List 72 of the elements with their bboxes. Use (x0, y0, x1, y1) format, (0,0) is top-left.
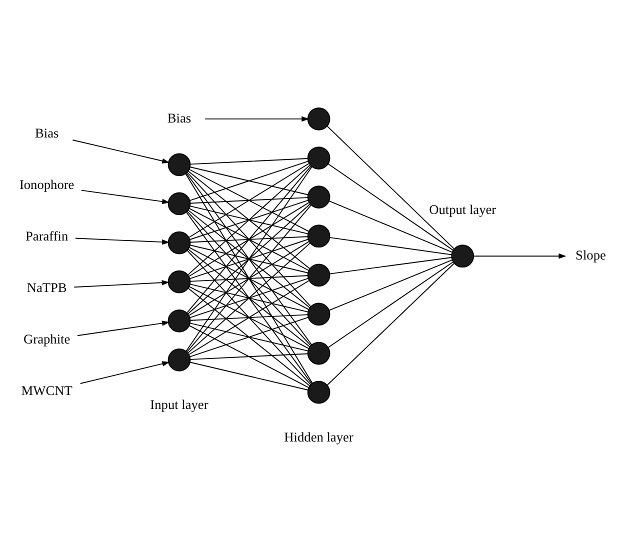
connector (186, 211, 312, 384)
node-circle (307, 185, 330, 208)
connector (188, 162, 310, 238)
connector (326, 262, 454, 385)
connector (190, 166, 308, 195)
connector (190, 322, 308, 351)
connector (188, 324, 310, 388)
node-text: Graphite (24, 330, 70, 346)
node-circle (307, 380, 330, 404)
arrow (74, 280, 170, 288)
connector (190, 274, 308, 282)
node-circle (168, 152, 191, 176)
node-text: Bias (34, 125, 59, 140)
connector (188, 280, 310, 354)
node-text: Slope (576, 247, 606, 262)
node-text: MWCNT (21, 382, 72, 398)
connector (185, 172, 313, 384)
node-circle (307, 146, 330, 169)
connector (329, 236, 452, 255)
arrow (76, 320, 170, 336)
connector (190, 158, 308, 164)
connector (188, 240, 310, 316)
connector (188, 207, 310, 270)
node-circle (168, 348, 191, 371)
node-circle (168, 230, 191, 254)
connector (328, 162, 454, 250)
label: Input layer (150, 396, 208, 412)
connector (188, 202, 310, 276)
node-circle (307, 263, 330, 286)
connector (190, 205, 308, 234)
connector (190, 314, 308, 320)
node-circle (307, 224, 330, 248)
label: Hidden layer (284, 429, 354, 444)
node-circle (307, 341, 330, 364)
connector (328, 261, 454, 348)
connector (190, 238, 308, 279)
node-circle (168, 270, 191, 293)
node-circle (307, 107, 330, 130)
connector (190, 352, 308, 360)
node-circle (168, 192, 191, 215)
connector (329, 256, 452, 274)
connector (188, 168, 310, 232)
connector (188, 286, 310, 348)
arrow (80, 360, 170, 384)
label: Output layer (429, 201, 496, 216)
node-circle (168, 308, 191, 332)
connector (186, 249, 312, 385)
arrow (75, 237, 170, 244)
node-circle (451, 244, 474, 268)
node-text: Paraffin (26, 228, 68, 244)
arrow (204, 116, 310, 122)
node-text: NaTPB (26, 280, 67, 295)
node-text: Ionophore (19, 176, 74, 192)
connector (190, 199, 308, 240)
connector (188, 287, 310, 386)
node-circle (307, 302, 330, 326)
node-text: Bias (167, 110, 192, 125)
arrow (80, 189, 170, 204)
connector (190, 236, 308, 242)
connector (190, 160, 308, 200)
arrow (72, 139, 170, 164)
connector (190, 277, 308, 318)
connector (190, 283, 308, 312)
connector (328, 200, 453, 252)
arrow (473, 252, 566, 258)
connector (188, 246, 310, 310)
connector (190, 196, 308, 204)
connector (190, 316, 308, 357)
connector (329, 259, 453, 310)
connector (190, 244, 308, 273)
connector (326, 125, 454, 249)
connector (190, 361, 308, 390)
